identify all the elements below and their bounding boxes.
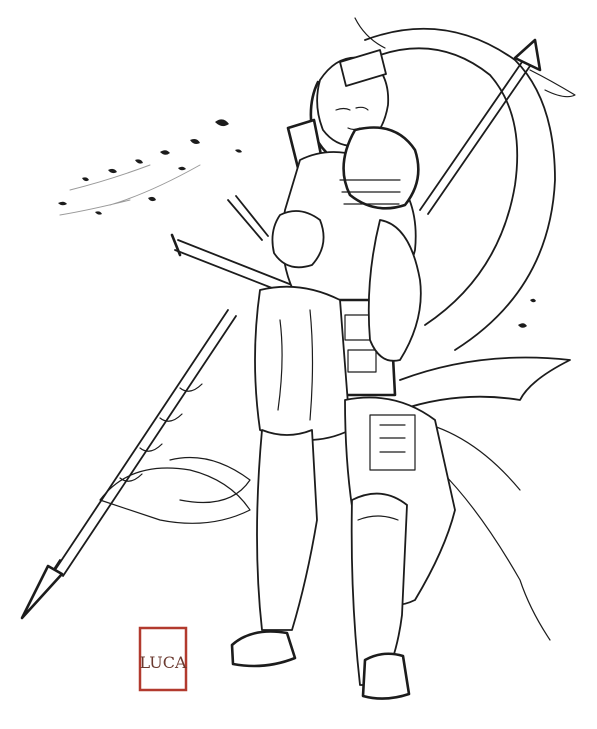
polearm	[419, 38, 576, 215]
warrior-legs	[230, 429, 411, 700]
flying-petals	[58, 119, 536, 328]
spear	[20, 309, 251, 620]
signature-seal: LUCA	[138, 626, 188, 692]
flowing-ribbon	[354, 17, 571, 641]
signature-seal-text: LUCA	[139, 653, 186, 672]
